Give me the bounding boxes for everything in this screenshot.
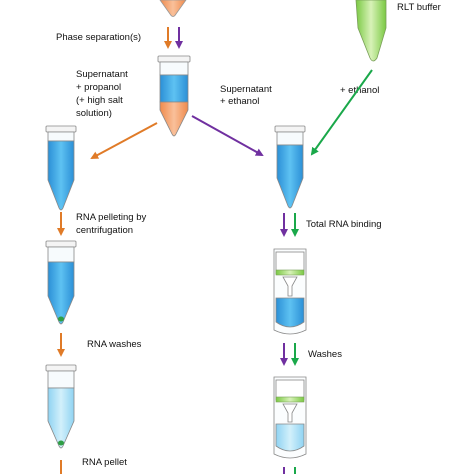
plus-ethanol-label: + ethanol: [340, 85, 379, 96]
phase-separation-arrows: [164, 27, 183, 49]
left-tube-pelleting: [45, 240, 77, 325]
top-tube-tip: [159, 0, 187, 17]
total-rna-binding-label: Total RNA binding: [306, 219, 382, 230]
right-tube-ethanol: [274, 125, 306, 209]
supernatant-propanol-line3: (+ high salt: [76, 95, 123, 106]
supernatant-propanol-line2: + propanol: [76, 82, 121, 93]
rlt-buffer-label: RLT buffer: [397, 2, 441, 13]
rna-pellet-label: RNA pellet: [82, 457, 127, 468]
right-spin-column-washes: [273, 376, 307, 459]
supernatant-ethanol-line2: + ethanol: [220, 96, 259, 107]
green-diagonal-arrow: [310, 69, 373, 156]
left-tube-washes: [45, 364, 77, 449]
rna-pelleting-line1: RNA pelleting by: [76, 212, 146, 223]
right-spin-column-binding: [273, 248, 307, 335]
washes-arrows: [280, 343, 299, 366]
left-tube-propanol: [45, 125, 77, 211]
orange-diagonal-arrow: [90, 122, 158, 159]
rlt-buffer-pipette: [355, 0, 387, 62]
washes-label: Washes: [308, 349, 342, 360]
bottom-right-arrows-partial: [283, 467, 296, 474]
phase-separation-label: Phase separation(s): [56, 32, 141, 43]
total-rna-binding-arrows: [280, 213, 299, 237]
supernatant-propanol-line4: solution): [76, 108, 112, 119]
rna-pelleting-line2: centrifugation: [76, 225, 133, 236]
rna-washes-label: RNA washes: [87, 339, 142, 350]
phase-separated-tube: [157, 55, 191, 137]
supernatant-propanol-line1: Supernatant: [76, 69, 128, 80]
purple-diagonal-arrow: [191, 115, 264, 156]
supernatant-ethanol-line1: Supernatant: [220, 84, 272, 95]
